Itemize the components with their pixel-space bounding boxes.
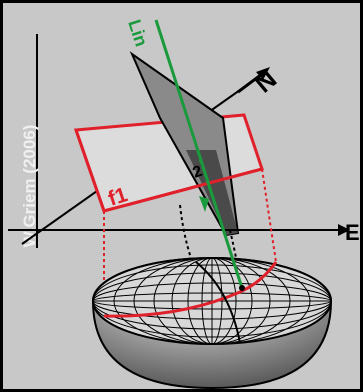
lineation-arrowhead [199, 196, 209, 212]
projection-curve [179, 204, 201, 281]
lineation-line-dashed [199, 159, 243, 289]
lineation-point [239, 285, 245, 291]
great-circle-f1 [103, 261, 278, 318]
north-arrowhead [256, 67, 270, 80]
great-circle-fold [195, 261, 241, 344]
hemisphere-rim [92, 257, 332, 345]
projection-line [261, 168, 277, 263]
east-label: E [345, 220, 360, 245]
east-arrowhead [338, 224, 350, 236]
credit-text: W.Griem (2006) [20, 125, 39, 248]
north-axis-arrow [237, 72, 263, 94]
